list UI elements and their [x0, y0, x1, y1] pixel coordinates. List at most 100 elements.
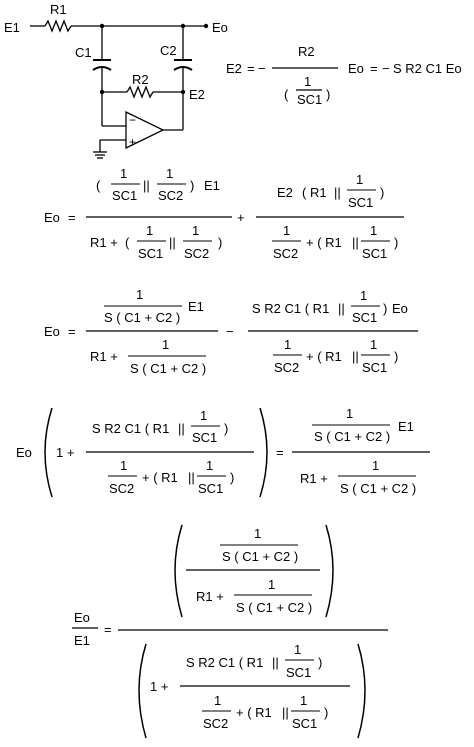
f2-n2-sc1: SC1 — [348, 195, 373, 210]
f1-sc1: SC1 — [297, 92, 322, 107]
opamp-plus-sign: + — [129, 135, 136, 149]
f3-minus: − — [226, 324, 234, 339]
f5-e1: E1 — [74, 633, 90, 648]
f5-bot-d-one: 1 — [214, 693, 221, 708]
f3-d1-sc1c2: S ( C1 + C2 ) — [130, 361, 206, 376]
f5-bot-d-par: || — [282, 705, 289, 720]
f5-top-r1plus: R1 + — [196, 589, 224, 604]
f5-top-sc1c2: S ( C1 + C2 ) — [222, 549, 298, 564]
label-e2: E2 — [189, 87, 205, 102]
f5-equals: = — [104, 622, 112, 637]
resistor-r2 — [126, 85, 154, 99]
f3-n2-par: || — [338, 301, 345, 316]
f4-d-plusr1: + ( R1 — [142, 470, 178, 485]
f2-d1-sc2: SC2 — [184, 246, 209, 261]
junction — [180, 23, 186, 29]
f5-bot-d-one-b: 1 — [300, 693, 307, 708]
formula-transfer-function: Eo E1 = 1 S ( C1 + C2 ) R1 + 1 S ( C1 + … — [72, 524, 388, 739]
junction — [99, 23, 105, 29]
junction — [203, 23, 209, 29]
f4-n-one: 1 — [200, 408, 207, 423]
f5-top-d-sc1c2: S ( C1 + C2 ) — [236, 600, 312, 615]
f2-d1-one-b: 1 — [192, 223, 199, 238]
f2-d2-par: || — [352, 235, 359, 250]
circuit-labels: E1 R1 Eo C1 C2 R2 E2 − + — [4, 2, 228, 149]
f2-n2-par: || — [334, 185, 341, 200]
f4-r-d-sc1c2: S ( C1 + C2 ) — [340, 481, 416, 496]
f2-n1-par: || — [143, 178, 150, 193]
label-e1: E1 — [4, 20, 20, 35]
f4-n-rparen: ) — [224, 421, 228, 436]
label-r1: R1 — [50, 2, 67, 17]
f5-bot-n-rparen: ) — [318, 655, 322, 670]
f3-d2-sc1: SC1 — [362, 360, 387, 375]
f4-equals: = — [276, 445, 284, 460]
f5-bot-d-rparen: ) — [324, 705, 328, 720]
f5-eo: Eo — [74, 610, 90, 625]
f3-d2-one: 1 — [284, 337, 291, 352]
formula-eo-superposition: Eo = ( 1 SC1 || 1 SC2 ) E1 R1 + ( 1 SC1 … — [44, 166, 404, 261]
f4-d-one-b: 1 — [206, 458, 213, 473]
f3-equals: = — [68, 324, 76, 339]
f5-bot-n-one: 1 — [294, 642, 301, 657]
f3-n2-sr2c1r1: S R2 C1 ( R1 — [252, 301, 329, 316]
f2-d1-one-a: 1 — [146, 223, 153, 238]
f3-d2-par: || — [352, 349, 359, 364]
label-c1: C1 — [75, 45, 92, 60]
f2-d2-one-b: 1 — [370, 223, 377, 238]
f4-r-d-one: 1 — [372, 458, 379, 473]
f2-n1-sc2: SC2 — [158, 188, 183, 203]
f3-n2-rparen: ) — [383, 301, 387, 316]
f1-equals-2: = — [370, 61, 378, 76]
f3-d2-sc2: SC2 — [274, 360, 299, 375]
f1-equals: = — [247, 61, 255, 76]
f2-d1-par: || — [169, 235, 176, 250]
f3-n1-sc1c2: S ( C1 + C2 ) — [104, 310, 180, 325]
f2-equals: = — [68, 210, 76, 225]
label-r2: R2 — [132, 72, 149, 87]
f3-d2-rparen: ) — [394, 349, 398, 364]
f4-big-lparen — [44, 407, 53, 498]
f1-sr2c1eo: S R2 C1 Eo — [393, 61, 462, 76]
f4-n-par: || — [178, 421, 185, 436]
f1-rparen: ) — [326, 87, 330, 102]
f3-n2-eo: Eo — [392, 301, 408, 316]
f2-n2-r1paren: ( R1 — [302, 185, 327, 200]
f4-d-rparen: ) — [230, 470, 234, 485]
f5-top-one: 1 — [254, 526, 261, 541]
label-eo: Eo — [212, 20, 228, 35]
f2-n2-rparen: ) — [380, 185, 384, 200]
f2-d1-sc1: SC1 — [138, 246, 163, 261]
f4-r-n-sc1c2: S ( C1 + C2 ) — [314, 429, 390, 444]
f4-d-one: 1 — [120, 458, 127, 473]
f2-eo: Eo — [44, 210, 60, 225]
f4-n-sc1: SC1 — [192, 430, 217, 445]
f4-d-sc1: SC1 — [198, 481, 223, 496]
formula-eo-collected: Eo 1 + S R2 C1 ( R1 || 1 SC1 ) 1 SC2 + (… — [16, 406, 430, 498]
f4-d-sc2: SC2 — [109, 481, 134, 496]
f5-bot-d-plusr1: + ( R1 — [236, 705, 272, 720]
formula-e2-gain: E2 = − R2 ( 1 SC1 ) Eo = − S R2 C1 Eo — [226, 44, 462, 107]
f3-n2-sc1: SC1 — [352, 310, 377, 325]
f4-r-n-one: 1 — [346, 406, 353, 421]
f5-bot-one-plus: 1 + — [150, 679, 168, 694]
f2-n2-e2: E2 — [277, 185, 293, 200]
f5-top-d-one: 1 — [268, 577, 275, 592]
f2-plus: + — [237, 210, 245, 225]
label-c2: C2 — [160, 43, 177, 58]
f4-big-rparen — [259, 407, 268, 498]
f3-d2-plusr1: + ( R1 — [306, 349, 342, 364]
junction — [180, 89, 186, 95]
f3-n2-one: 1 — [360, 288, 367, 303]
f5-bot-lparen — [138, 643, 147, 739]
circuit-junctions — [99, 23, 209, 95]
opamp — [125, 110, 165, 150]
f3-n1-e1: E1 — [188, 299, 204, 314]
junction — [99, 89, 105, 95]
f1-minus: − — [258, 61, 266, 76]
f4-d-par: || — [188, 470, 195, 485]
f3-n1-one: 1 — [136, 287, 143, 302]
f2-n1-rparen: ) — [190, 178, 194, 193]
